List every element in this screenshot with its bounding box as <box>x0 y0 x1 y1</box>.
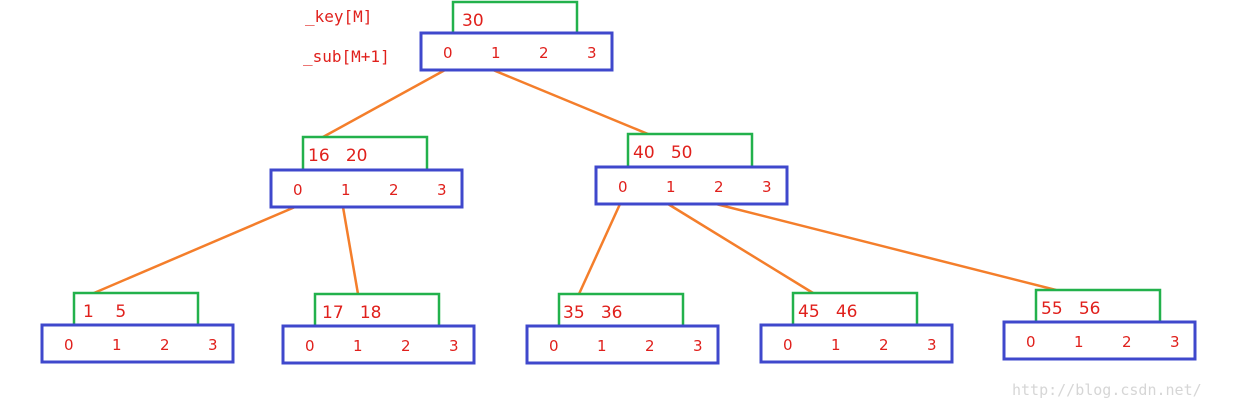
edge-root-slot0-to-left <box>322 68 446 139</box>
sub-box <box>1002 320 1197 361</box>
sub-slot-2: 2 <box>879 336 889 354</box>
sub-slot-0: 0 <box>293 181 303 199</box>
sub-slot-2: 2 <box>160 336 170 354</box>
sub-slot-3: 3 <box>449 337 459 355</box>
sub-box <box>269 168 464 209</box>
node-keys: 55 56 <box>1041 299 1100 319</box>
edge-right-slot0-to-leaf-35-36 <box>577 203 622 295</box>
sub-slot-2: 2 <box>401 337 411 355</box>
edge-left-slot1-to-leaf-17-18 <box>341 206 360 295</box>
sub-slot-3: 3 <box>208 336 218 354</box>
node-leaf-17-18: 17 18 0 1 2 3 <box>281 292 476 365</box>
sub-slot-3: 3 <box>927 336 937 354</box>
sub-slot-1: 1 <box>491 44 501 62</box>
sub-slot-3: 3 <box>437 181 447 199</box>
edges-layer <box>93 68 1057 295</box>
sub-slot-2: 2 <box>539 44 549 62</box>
sub-box <box>419 31 614 72</box>
watermark: http://blog.csdn.net/ <box>1012 381 1202 399</box>
sub-slot-1: 1 <box>597 337 607 355</box>
sub-box <box>281 324 476 365</box>
sub-slot-1: 1 <box>831 336 841 354</box>
sub-array-label: _sub[M+1] <box>303 47 390 66</box>
sub-slot-1: 1 <box>112 336 122 354</box>
sub-slot-2: 2 <box>1122 333 1132 351</box>
node-keys: 30 <box>462 11 484 31</box>
node-keys: 1 5 <box>83 302 126 322</box>
edge-right-slot1-to-leaf-45-46 <box>667 202 814 295</box>
node-keys: 17 18 <box>322 303 381 323</box>
sub-slot-0: 0 <box>549 337 559 355</box>
sub-slot-2: 2 <box>714 178 724 196</box>
sub-slot-0: 0 <box>1026 333 1036 351</box>
node-leaf-55-56: 55 56 0 1 2 3 <box>1002 288 1197 361</box>
sub-slot-0: 0 <box>64 336 74 354</box>
edge-root-slot1-to-right <box>492 68 649 136</box>
sub-box <box>525 324 720 365</box>
sub-slot-3: 3 <box>693 337 703 355</box>
sub-slot-0: 0 <box>783 336 793 354</box>
sub-slot-0: 0 <box>443 44 453 62</box>
sub-slot-1: 1 <box>353 337 363 355</box>
node-root: 30 0 1 2 3 <box>419 0 614 72</box>
node-left: 16 20 0 1 2 3 <box>269 135 464 209</box>
key-box <box>557 292 685 329</box>
node-leaf-1-5: 1 5 0 1 2 3 <box>40 291 235 364</box>
node-leaf-45-46: 45 46 0 1 2 3 <box>759 291 954 364</box>
node-leaf-35-36: 35 360 1 2 3 <box>525 292 720 365</box>
sub-box <box>594 165 789 206</box>
key-array-label: _key[M] <box>305 7 372 26</box>
node-keys: 45 46 <box>798 302 857 322</box>
sub-slot-3: 3 <box>587 44 597 62</box>
sub-slot-3: 3 <box>762 178 772 196</box>
sub-slot-3: 3 <box>1170 333 1180 351</box>
sub-slot-1: 1 <box>666 178 676 196</box>
sub-slot-2: 2 <box>389 181 399 199</box>
sub-slot-0: 0 <box>305 337 315 355</box>
node-keys: 40 50 <box>633 143 692 163</box>
sub-box <box>759 323 954 364</box>
sub-box <box>40 323 235 364</box>
node-right: 40 50 0 1 2 3 <box>594 132 789 206</box>
sub-slot-1: 1 <box>1074 333 1084 351</box>
sub-slot-2: 2 <box>645 337 655 355</box>
node-keys: 16 20 <box>308 146 367 166</box>
sub-slot-0: 0 <box>618 178 628 196</box>
edge-left-slot0-to-leaf-1-5 <box>93 205 296 295</box>
sub-slot-1: 1 <box>341 181 351 199</box>
node-keys: 35 36 <box>563 303 622 323</box>
edge-right-slot2-to-leaf-55-56 <box>715 202 1057 292</box>
